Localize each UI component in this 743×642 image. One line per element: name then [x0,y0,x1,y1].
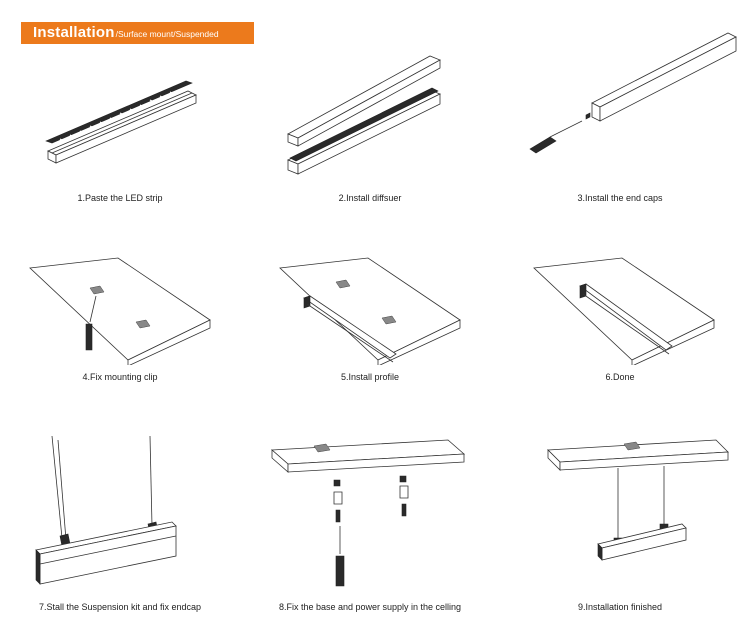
step-7-caption: 7.Stall the Suspension kit and fix endca… [38,602,202,612]
step-1-caption: 1.Paste the LED strip [77,193,163,203]
step-3-caption: 3.Install the end caps [577,193,663,203]
step-6-caption: 6.Done [605,372,635,382]
end-cap-drawing [529,32,737,154]
step-3-illustration: 3.Install the end caps [500,25,740,203]
step-8-caption: 8.Fix the base and power supply in the c… [278,602,462,612]
step-5-illustration: 5.Install profile [250,250,490,382]
step-9-illustration: 9.Installation finished [500,430,740,612]
suspended-finished-drawing [547,439,729,561]
step-7-illustration: 7.Stall the Suspension kit and fix endca… [0,430,240,612]
led-strip-profile-drawing [45,80,197,164]
profile-install-drawing [279,257,461,365]
step-6-illustration: 6.Done [500,250,740,382]
step-2-caption: 2.Install diffsuer [338,193,402,203]
suspension-kit-drawing [35,435,177,585]
step-4-illustration: 4.Fix mounting clip [0,250,240,382]
section-title: Installation [33,24,115,41]
base-power-supply-drawing [270,439,466,587]
step-5-caption: 5.Install profile [340,372,400,382]
section-subtitle: /Surface mount/Suspended [115,29,219,39]
step-8-illustration: 8.Fix the base and power supply in the c… [250,430,490,612]
step-4-caption: 4.Fix mounting clip [82,372,158,382]
step-2-illustration: 2.Install diffsuer [250,42,490,203]
step-9-caption: 9.Installation finished [577,602,663,612]
diffuser-install-drawing [287,55,441,175]
section-header: Installation /Surface mount/Suspended [21,22,254,44]
ceiling-clip-drawing [29,257,211,365]
surface-mount-done-drawing [533,257,715,365]
step-1-illustration: 1.Paste the LED strip [0,55,240,203]
